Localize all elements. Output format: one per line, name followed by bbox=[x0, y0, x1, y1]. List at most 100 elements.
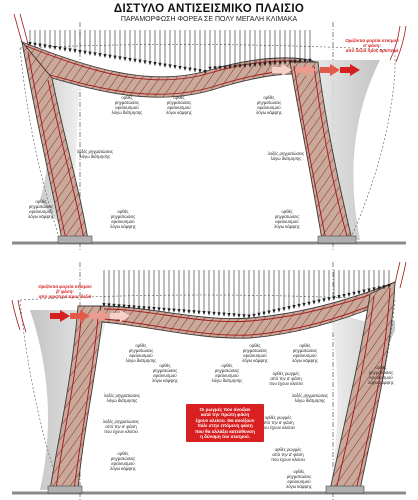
load-arrowhead bbox=[88, 51, 92, 56]
seismic-force-arrows-right-to-left bbox=[272, 64, 360, 76]
footing-right bbox=[325, 485, 365, 494]
crack-label: ορθές ρηγματώσεις εφελκυσμού λόγω διάτμη… bbox=[125, 343, 157, 363]
crack-label: ορθές ρωγμές από την α' φάση που έχουν κ… bbox=[269, 371, 303, 386]
crack-label: ορθές ρηγματώσεις εφελκυσμού λόγω κάμψης bbox=[368, 365, 394, 385]
load-arrowhead bbox=[133, 58, 137, 63]
load-arrowhead bbox=[197, 310, 201, 315]
load-arrowhead bbox=[248, 63, 252, 68]
load-arrowhead bbox=[143, 60, 147, 65]
load-arrowhead bbox=[102, 303, 106, 308]
load-arrowhead bbox=[367, 288, 371, 293]
load-arrowhead bbox=[158, 62, 162, 67]
load-arrowhead bbox=[53, 45, 57, 51]
load-arrowhead bbox=[233, 64, 237, 69]
load-arrowhead bbox=[223, 65, 227, 70]
crack-label: ορθές ρηγματώσεις εφελκυσμού λόγω διάτμη… bbox=[211, 363, 243, 383]
load-arrowhead bbox=[178, 65, 182, 71]
load-arrowhead bbox=[138, 59, 142, 64]
load-arrowhead bbox=[128, 57, 132, 63]
crack-label: λοξές ρηγματώσεις από την α' φάση που έχ… bbox=[102, 419, 140, 434]
page-subtitle: ΠΑΡΑΜΟΡΦΩΣΗ ΦΟΡΕΑ ΣΕ ΠΟΛΥ ΜΕΓΑΛΗ ΚΛΙΜΑΚΑ bbox=[120, 16, 298, 23]
load-arrowhead bbox=[73, 49, 77, 54]
load-arrowhead bbox=[117, 304, 121, 309]
load-arrowhead bbox=[273, 61, 277, 66]
crack-label: ορθές ρηγματώσεις εφελκυσμού λόγω κάμψης bbox=[166, 95, 192, 115]
load-arrowhead bbox=[172, 308, 176, 313]
load-arrowhead bbox=[298, 59, 302, 64]
load-arrowhead bbox=[267, 310, 271, 315]
load-arrowhead bbox=[127, 305, 131, 310]
load-arrowhead bbox=[137, 305, 141, 310]
load-arrowhead bbox=[103, 53, 107, 59]
load-arrowhead bbox=[222, 312, 226, 317]
crack-label: ορθές ρηγματώσεις εφελκυσμού λόγω κάμψης bbox=[292, 343, 318, 363]
load-arrowhead bbox=[78, 49, 82, 55]
load-arrowhead bbox=[237, 313, 241, 318]
load-arrowhead bbox=[242, 314, 246, 319]
load-arrowhead bbox=[228, 65, 232, 70]
load-arrowhead bbox=[177, 309, 181, 314]
load-arrowhead bbox=[113, 55, 117, 60]
load-arrowhead bbox=[93, 52, 97, 57]
crack-label: ορθές ρηγματώσεις εφελκυσμού λόγω κάμψης bbox=[28, 199, 54, 219]
load-arrowhead bbox=[43, 44, 47, 49]
load-arrowhead bbox=[372, 287, 376, 292]
load-arrowhead bbox=[218, 65, 222, 71]
load-arrowhead bbox=[252, 313, 256, 318]
load-arrowhead bbox=[243, 63, 247, 69]
load-arrowhead bbox=[118, 56, 122, 61]
load-arrowhead bbox=[307, 301, 311, 306]
load-arrowhead bbox=[308, 58, 312, 63]
load-arrowhead bbox=[163, 63, 167, 68]
load-arrowhead bbox=[108, 54, 112, 59]
crack-label: ορθές ρηγματώσεις εφελκυσμού λόγω κάμψης bbox=[152, 363, 178, 383]
load-arrowhead bbox=[202, 311, 206, 316]
crack-label: λοξές ρηγματώσεις λόγω διάτμησης bbox=[291, 393, 329, 403]
load-arrowhead bbox=[247, 314, 251, 319]
load-arrowhead bbox=[207, 311, 211, 316]
load-arrowhead bbox=[147, 306, 151, 311]
load-arrowhead bbox=[183, 66, 187, 71]
load-arrowhead bbox=[362, 289, 366, 294]
crack-label: ορθές ρηγματώσεις εφελκυσμού λόγω κάμψης bbox=[242, 343, 268, 363]
load-arrowhead bbox=[38, 43, 42, 48]
load-arrowhead bbox=[232, 313, 236, 318]
load-arrowhead bbox=[382, 285, 386, 290]
load-arrowhead bbox=[297, 303, 301, 309]
load-arrowhead bbox=[282, 307, 286, 312]
load-arrowhead bbox=[192, 310, 196, 315]
load-arrowhead bbox=[107, 303, 111, 308]
load-arrowhead bbox=[283, 60, 287, 65]
load-arrowhead bbox=[332, 296, 336, 301]
load-arrowhead bbox=[142, 306, 146, 311]
load-arrowhead bbox=[293, 59, 297, 65]
crack-label: ορθές ρηγματώσεις εφελκυσμού λόγω κάμψης bbox=[286, 469, 312, 489]
load-arrowhead bbox=[317, 299, 321, 304]
load-arrowhead bbox=[347, 292, 351, 298]
crack-label: ορθές ρηγματώσεις εφελκυσμού λόγω διάτμη… bbox=[111, 95, 143, 115]
load-arrowhead bbox=[342, 294, 346, 299]
load-arrowhead bbox=[188, 67, 192, 72]
load-arrowhead bbox=[208, 66, 212, 71]
crack-label: ορθές ρωγμές από την α' φάση που έχουν κ… bbox=[271, 447, 305, 462]
load-arrowhead bbox=[162, 307, 166, 312]
load-arrowhead bbox=[198, 69, 202, 74]
load-arrowhead bbox=[312, 300, 316, 305]
page-title: ΔΙΣΤΥΛΟ ΑΝΤΙΣΕΙΣΜΙΚΟ ΠΛΑΙΣΙΟ bbox=[113, 3, 305, 15]
load-arrowhead bbox=[83, 50, 87, 55]
gravity-load-arrows bbox=[102, 270, 391, 319]
load-arrowhead bbox=[327, 297, 331, 302]
load-arrowhead bbox=[227, 313, 231, 318]
load-arrowhead bbox=[258, 62, 262, 67]
load-arrowhead bbox=[352, 291, 356, 296]
load-arrowhead bbox=[212, 311, 216, 316]
load-arrowhead bbox=[182, 309, 186, 314]
crack-label: ορθές ρηγματώσεις εφελκυσμού λόγω κάμψης bbox=[256, 95, 282, 115]
load-arrowhead bbox=[167, 308, 171, 313]
load-arrowhead bbox=[387, 284, 391, 289]
load-arrowhead bbox=[213, 66, 217, 71]
load-arrowhead bbox=[152, 307, 156, 312]
seismic-force-arrows-left-to-right bbox=[50, 310, 130, 322]
crack-label: λοξές ρηγματώσεις λόγω διάτμησης bbox=[76, 149, 114, 159]
load-arrowhead bbox=[277, 308, 281, 313]
